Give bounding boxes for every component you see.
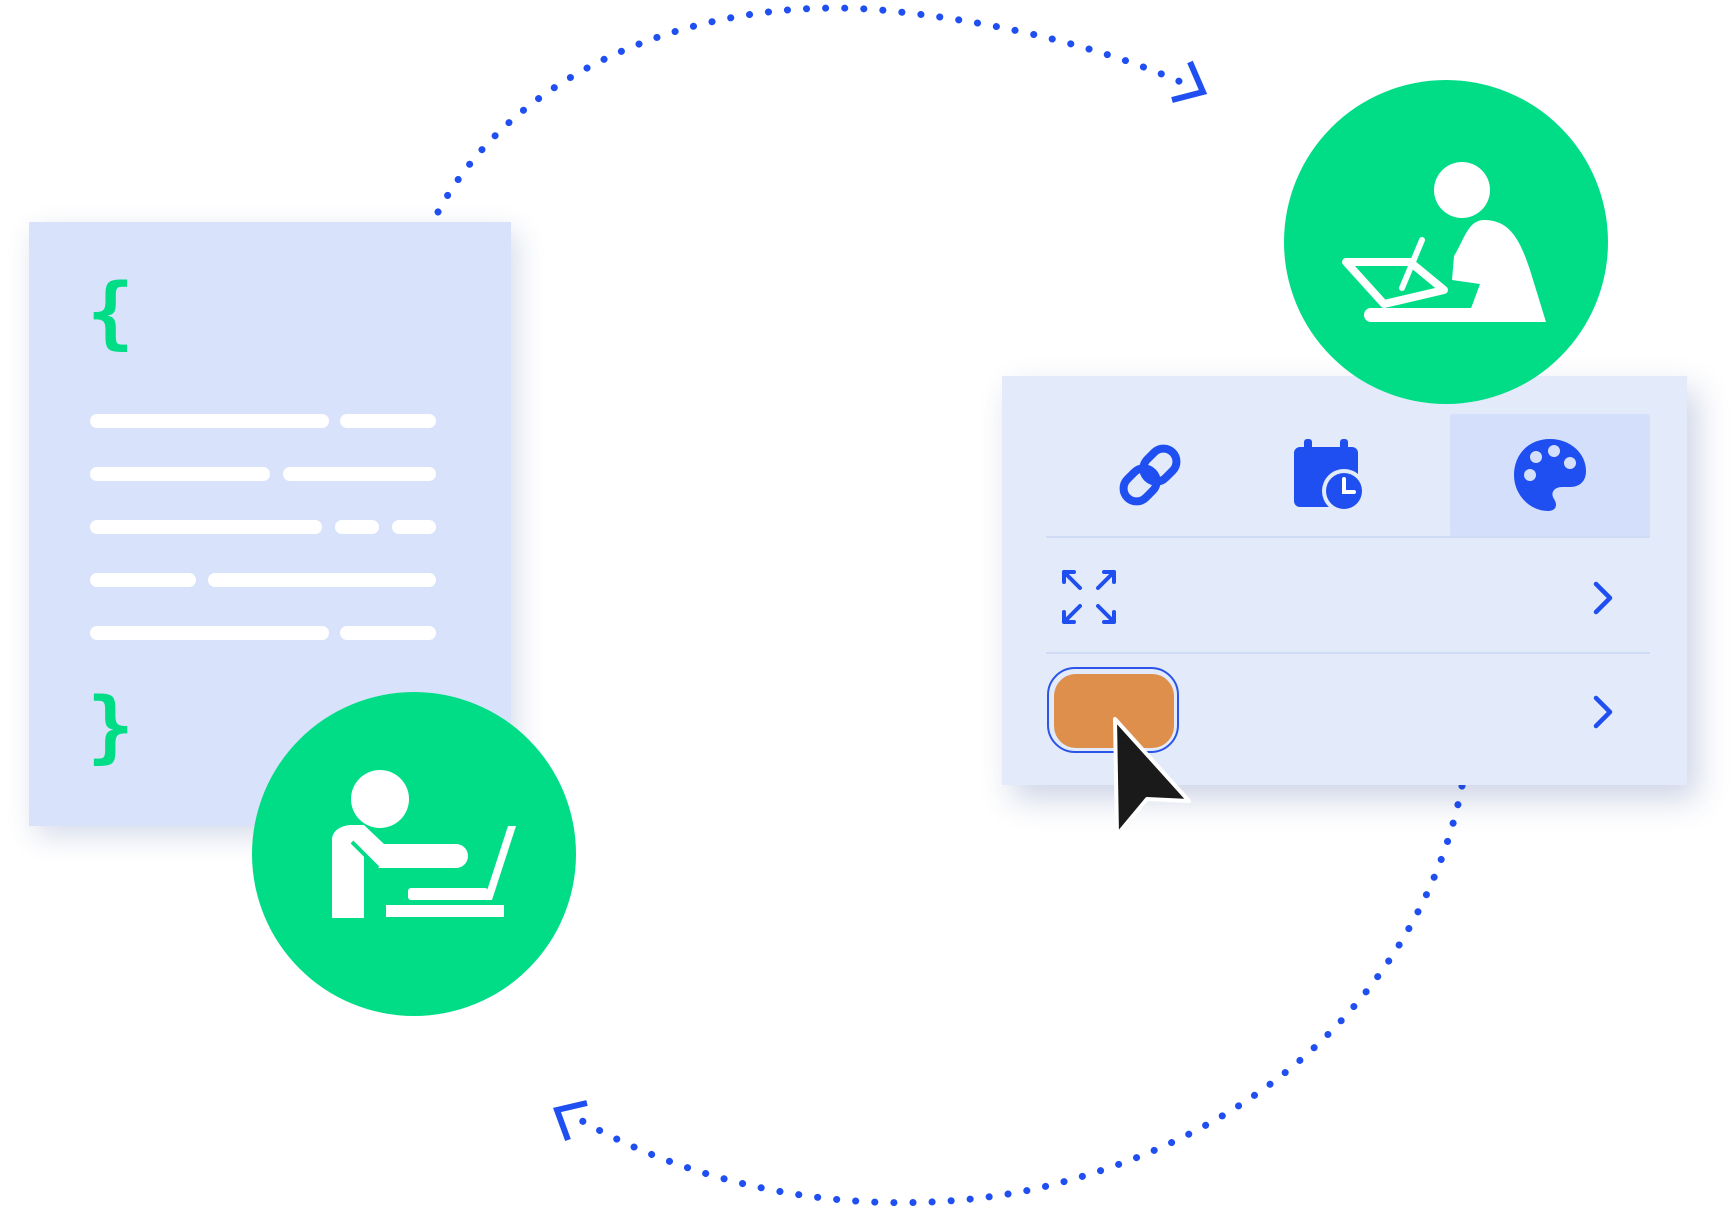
code-line [90, 520, 322, 534]
code-line [340, 626, 436, 640]
designer-avatar [1284, 80, 1608, 404]
clockwise-dotted-arrow-bottom [568, 782, 1466, 1207]
code-line [335, 520, 379, 534]
developer-avatar [252, 692, 576, 1016]
settings-panel [1002, 376, 1687, 785]
divider [1046, 652, 1650, 654]
person-drawing-icon [1342, 162, 1546, 326]
person-with-laptop-icon [332, 770, 516, 918]
chevron-right-icon [1593, 695, 1613, 729]
arrowhead-bottom [553, 1100, 588, 1142]
tab-schedule[interactable] [1228, 414, 1428, 536]
code-line [90, 626, 329, 640]
open-brace: { [87, 268, 134, 358]
code-line [208, 573, 436, 587]
code-line [90, 573, 196, 587]
expand-icon [1062, 570, 1116, 624]
clockwise-dotted-arrow-top [434, 4, 1194, 216]
palette-icon [1514, 439, 1586, 511]
mouse-cursor-icon [1113, 717, 1191, 837]
code-line [340, 414, 436, 428]
divider [1046, 536, 1650, 538]
chevron-right-icon [1593, 581, 1613, 615]
tab-link[interactable] [1050, 414, 1250, 536]
code-line [392, 520, 436, 534]
code-line [90, 467, 270, 481]
code-line [90, 414, 329, 428]
row-fullscreen[interactable] [1046, 544, 1646, 652]
calendar-clock-icon [1294, 439, 1366, 513]
link-icon [1119, 444, 1181, 506]
close-brace: } [87, 682, 134, 772]
tab-theme[interactable] [1450, 414, 1650, 536]
code-line [283, 467, 436, 481]
arrowhead-top [1171, 60, 1208, 103]
swatch-selection-outline [1047, 667, 1179, 753]
